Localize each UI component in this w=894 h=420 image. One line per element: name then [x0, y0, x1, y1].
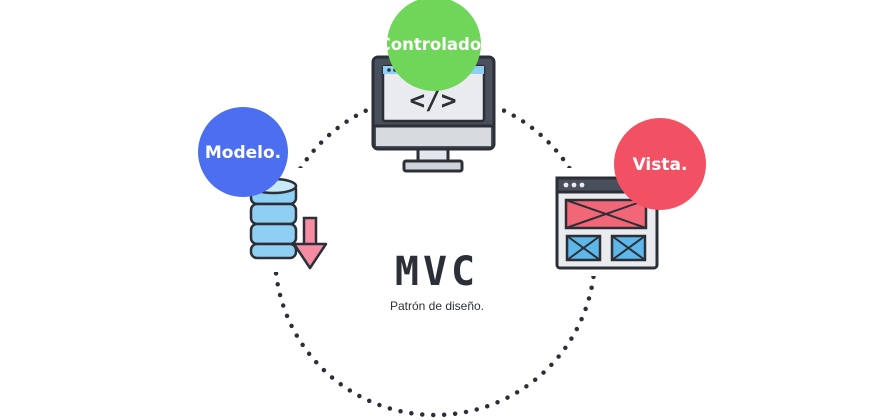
diagram-subtitle: Patrón de diseño.	[390, 299, 484, 313]
browser-window-icon	[555, 176, 659, 270]
view-node: Vista.	[614, 118, 706, 210]
controller-node: Controlador	[379, 0, 490, 91]
view-label: Vista.	[633, 155, 688, 175]
database-icon	[249, 177, 328, 270]
code-glyph: </>	[410, 86, 457, 116]
controller-label: Controlador	[379, 35, 490, 54]
model-label: Modelo.	[205, 143, 281, 163]
model-node: Modelo.	[198, 107, 288, 197]
diagram-title: MVC	[395, 249, 479, 295]
